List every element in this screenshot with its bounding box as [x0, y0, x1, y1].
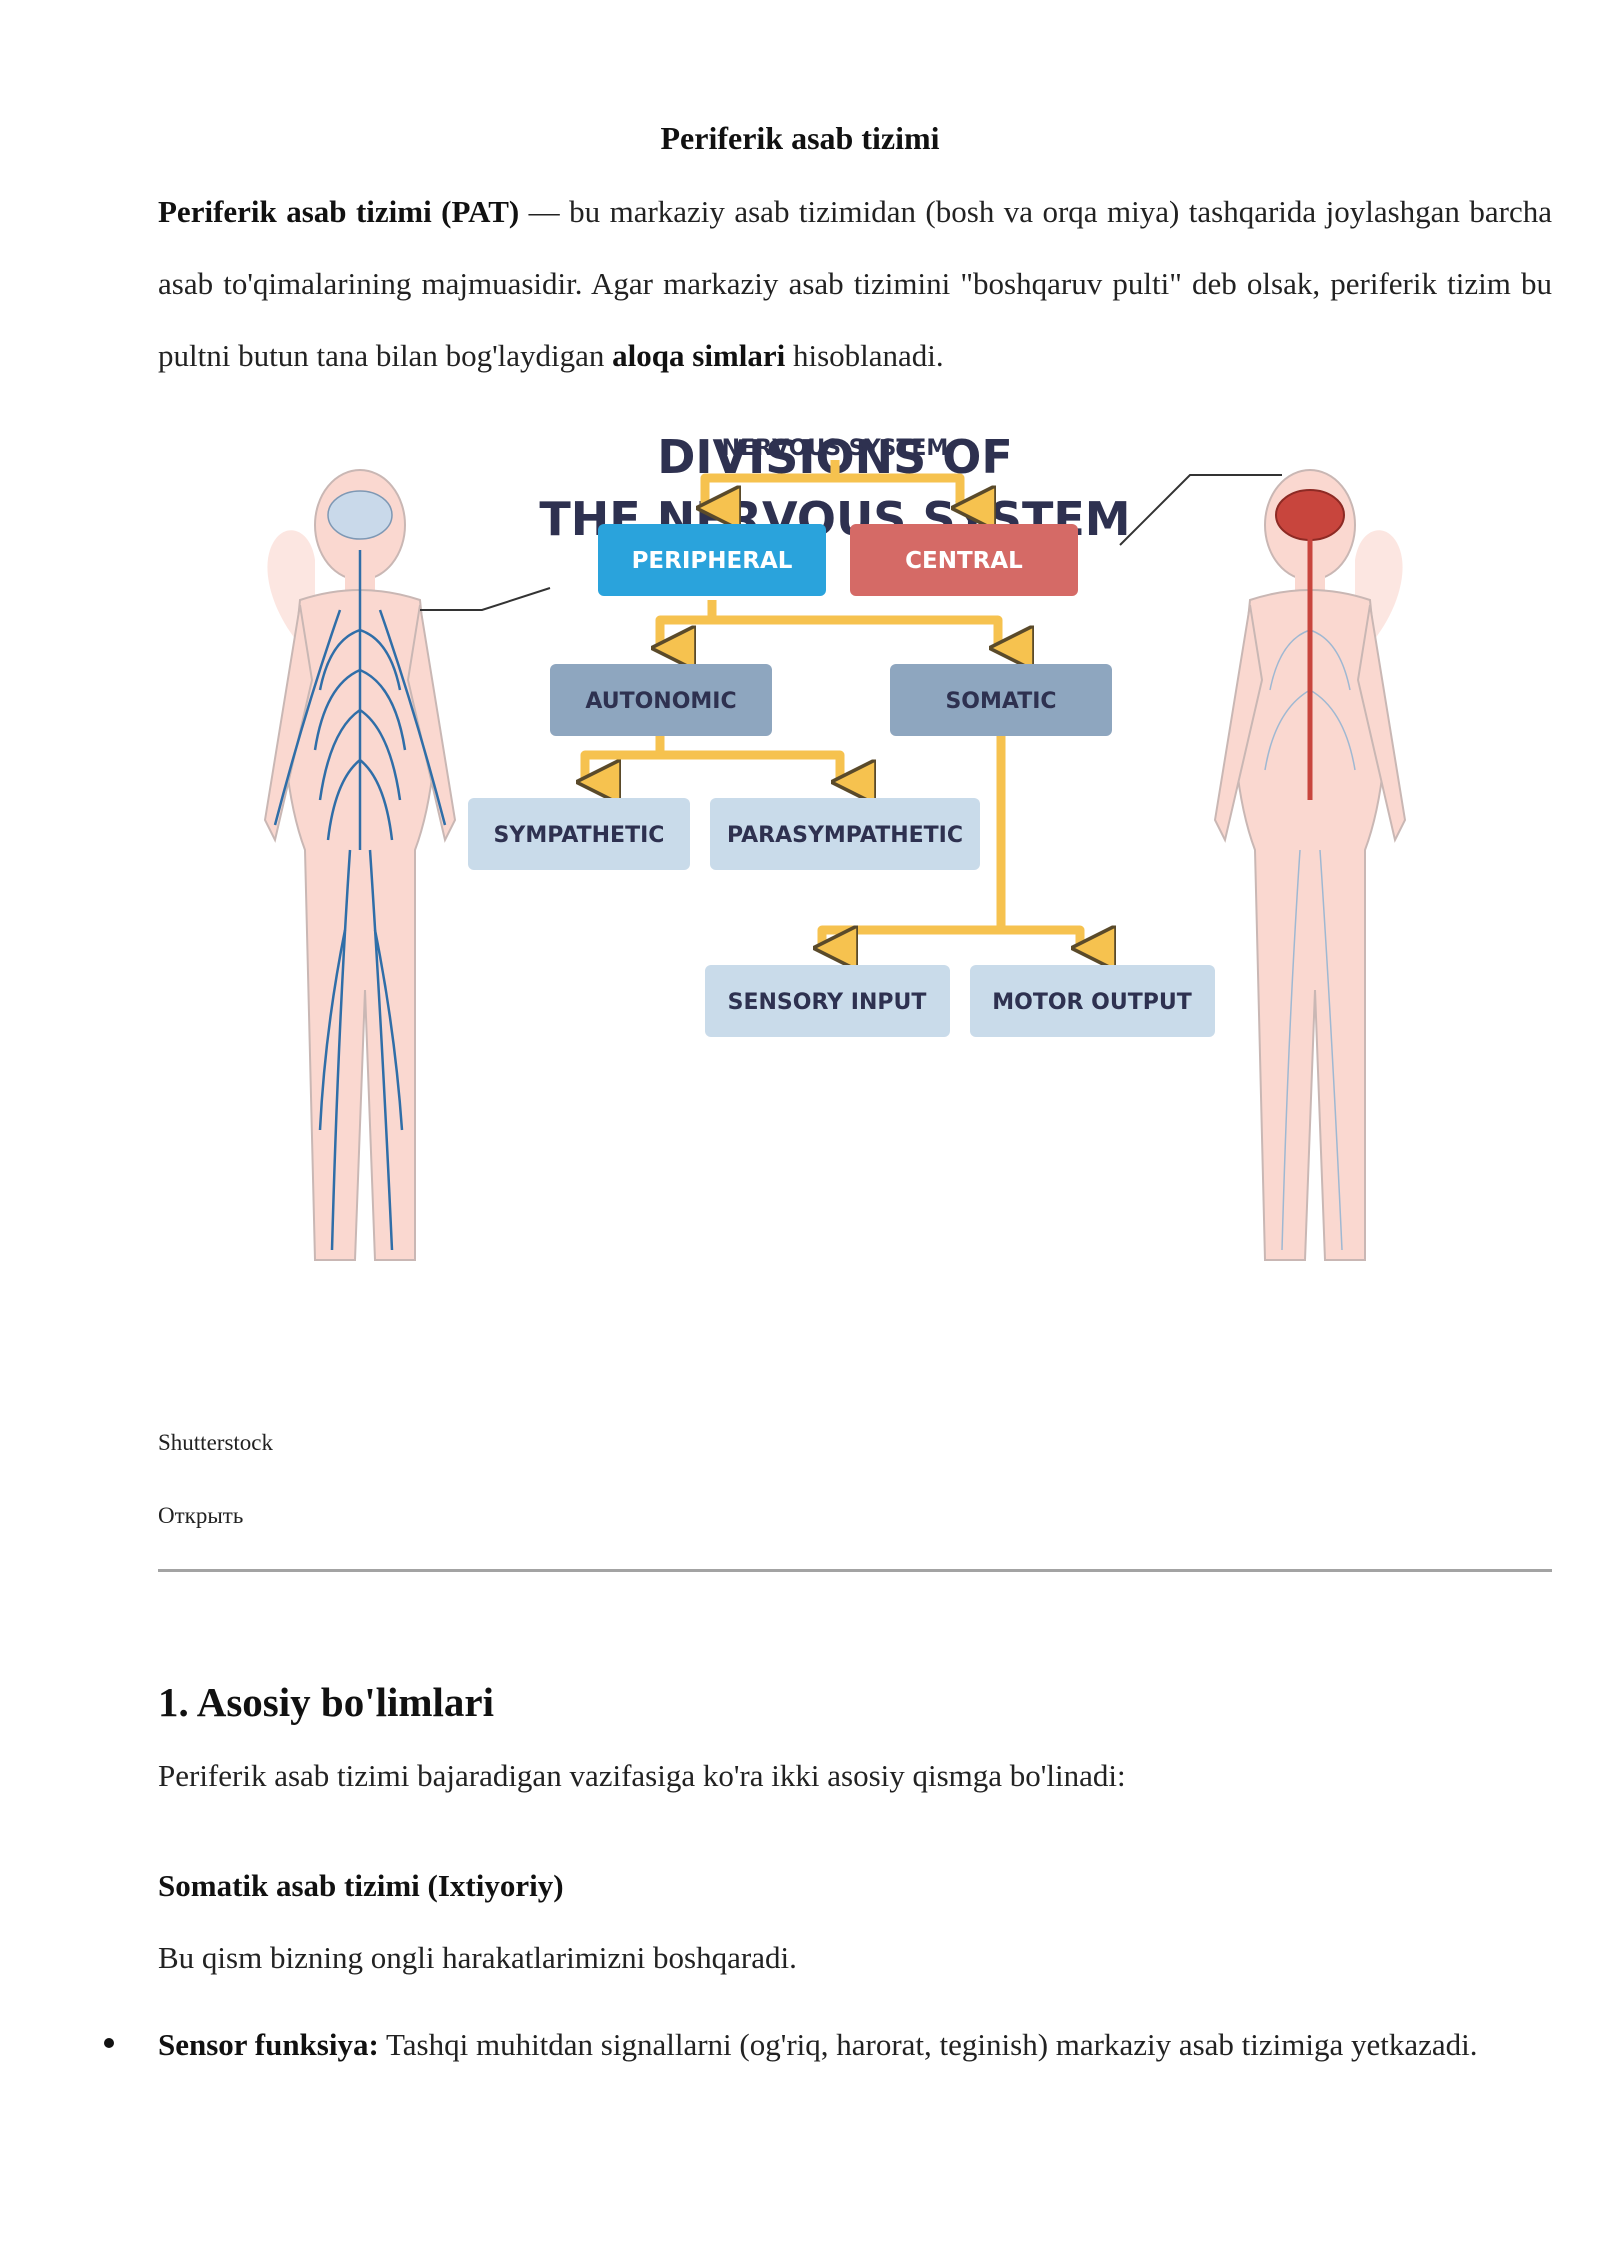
image-credit: Shutterstock: [158, 1430, 273, 1455]
node-motor-output-box: [970, 965, 1215, 1037]
open-image-link[interactable]: Открыть: [158, 1503, 244, 1528]
node-peripheral: PERIPHERAL: [632, 548, 793, 574]
node-central: CENTRAL: [905, 548, 1023, 574]
node-central-box: [850, 524, 1078, 596]
bullet-body: Tashqi muhitdan signallarni (og'riq, har…: [378, 2027, 1478, 2062]
section-heading: 1. Asosiy bo'limlari: [158, 1679, 495, 1725]
brain-icon: [1275, 489, 1345, 541]
node-sensory-input: SENSORY INPUT: [728, 990, 927, 1015]
diagram-svg: DIVISIONS OF THE NERVOUS SYSTEM: [263, 430, 1407, 1261]
node-parasympathetic-box: [710, 798, 980, 870]
intro-emphasis: aloqa simlari: [612, 338, 786, 373]
node-peripheral-box: [598, 524, 826, 596]
diagram-connectors: [585, 460, 1080, 948]
node-autonomic-box: [550, 664, 772, 736]
subsection-text: Bu qism bizning ongli harakatlarimizni b…: [158, 1940, 797, 1975]
intro-term: Periferik asab tizimi (PAT): [158, 194, 520, 229]
left-body-illustration: [263, 469, 551, 1261]
node-sympathetic-box: [468, 798, 690, 870]
intro-paragraph: Periferik asab tizimi (PAT) — bu markazi…: [158, 176, 1552, 392]
node-sensory-input-box: [705, 965, 950, 1037]
node-somatic: SOMATIC: [945, 689, 1056, 714]
subsection-heading: Somatik asab tizimi (Ixtiyoriy): [158, 1868, 564, 1903]
intro-text-2: hisoblanadi.: [785, 338, 944, 373]
node-nervous-system: NERVOUS SYSTEM: [722, 436, 949, 461]
document-title: Periferik asab tizimi: [660, 120, 940, 156]
bullet-icon: [104, 2038, 114, 2048]
section-intro: Periferik asab tizimi bajaradigan vazifa…: [158, 1758, 1126, 1793]
node-autonomic: AUTONOMIC: [585, 689, 736, 714]
list-item: Sensor funksiya: Tashqi muhitdan signall…: [158, 2027, 1478, 2063]
nervous-system-diagram: DIVISIONS OF THE NERVOUS SYSTEM: [220, 430, 1450, 1330]
intro-text-1: — bu markaziy asab tizimidan (bosh va or…: [158, 194, 1552, 373]
bullet-label: Sensor funksiya:: [158, 2027, 379, 2062]
section-divider: [158, 1569, 1552, 1572]
node-somatic-box: [890, 664, 1112, 736]
right-body-illustration: [1119, 469, 1407, 1261]
node-sympathetic: SYMPATHETIC: [494, 823, 665, 848]
peripheral-nerves-icon: [273, 550, 447, 1251]
node-motor-output: MOTOR OUTPUT: [992, 990, 1191, 1015]
node-parasympathetic: PARASYMPATHETIC: [727, 823, 963, 848]
